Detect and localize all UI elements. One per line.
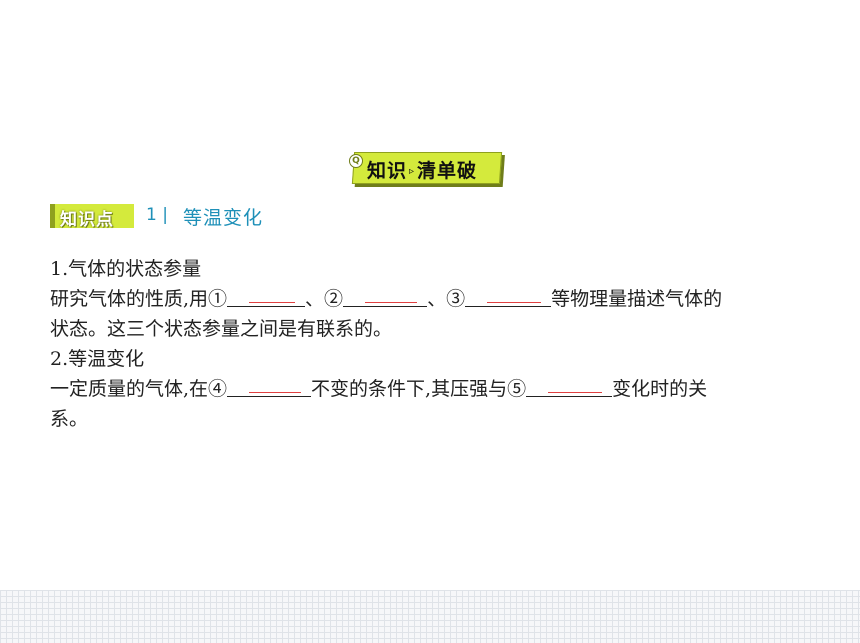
fill-blank-2[interactable] bbox=[343, 284, 428, 307]
section1-line1-part-a: 研究气体的性质,用① bbox=[50, 288, 228, 310]
fill-blank-4[interactable] bbox=[227, 374, 312, 397]
answer-mark-1 bbox=[249, 302, 296, 303]
document-body: 1.气体的状态参量 研究气体的性质,用① 、② 、③ 等物理量描述气体的 状态。这三个… bbox=[50, 254, 810, 434]
section2-line1: 一定质量的气体,在④ 不变的条件下,其压强与⑤ 变化时的关 bbox=[50, 374, 810, 404]
answer-mark-5 bbox=[548, 392, 603, 393]
section1-heading: 1.气体的状态参量 bbox=[50, 258, 202, 280]
section1-line1-part-c: 、③ bbox=[427, 288, 466, 310]
answer-mark-3 bbox=[487, 302, 542, 303]
footer-grid-pattern bbox=[0, 590, 860, 643]
section2-line2: 系。 bbox=[50, 408, 89, 430]
section2-line1-part-a: 一定质量的气体,在④ bbox=[50, 378, 228, 400]
knowledge-point-tag-label: 知识点 bbox=[60, 210, 114, 230]
section2-line1-part-b: 不变的条件下,其压强与⑤ bbox=[311, 378, 527, 400]
knowledge-point-number: 1 | bbox=[146, 205, 168, 225]
knowledge-point-title: 等温变化 bbox=[183, 207, 264, 229]
section-banner: Q 知识▹清单破 bbox=[349, 152, 503, 184]
answer-mark-4 bbox=[249, 392, 302, 393]
section1-line1: 研究气体的性质,用① 、② 、③ 等物理量描述气体的 bbox=[50, 284, 810, 314]
banner-title-right: 清单破 bbox=[417, 160, 478, 182]
section2-heading: 2.等温变化 bbox=[50, 348, 145, 370]
section1-line1-part-d: 等物理量描述气体的 bbox=[551, 288, 723, 310]
fill-blank-3[interactable] bbox=[465, 284, 552, 307]
fill-blank-1[interactable] bbox=[227, 284, 306, 307]
banner-separator-icon: ▹ bbox=[409, 166, 416, 177]
answer-mark-2 bbox=[365, 302, 418, 303]
section1-line1-part-b: 、② bbox=[305, 288, 344, 310]
banner-badge-icon: Q bbox=[349, 154, 363, 168]
section1-line2: 状态。这三个状态参量之间是有联系的。 bbox=[50, 318, 393, 340]
section2-line1-part-c: 变化时的关 bbox=[612, 378, 708, 400]
knowledge-point-tag-background bbox=[50, 204, 134, 228]
banner-title-left: 知识 bbox=[367, 160, 408, 182]
knowledge-point-tag: 知识点 bbox=[50, 204, 134, 230]
fill-blank-5[interactable] bbox=[526, 374, 613, 397]
banner-title: 知识▹清单破 bbox=[367, 156, 477, 183]
